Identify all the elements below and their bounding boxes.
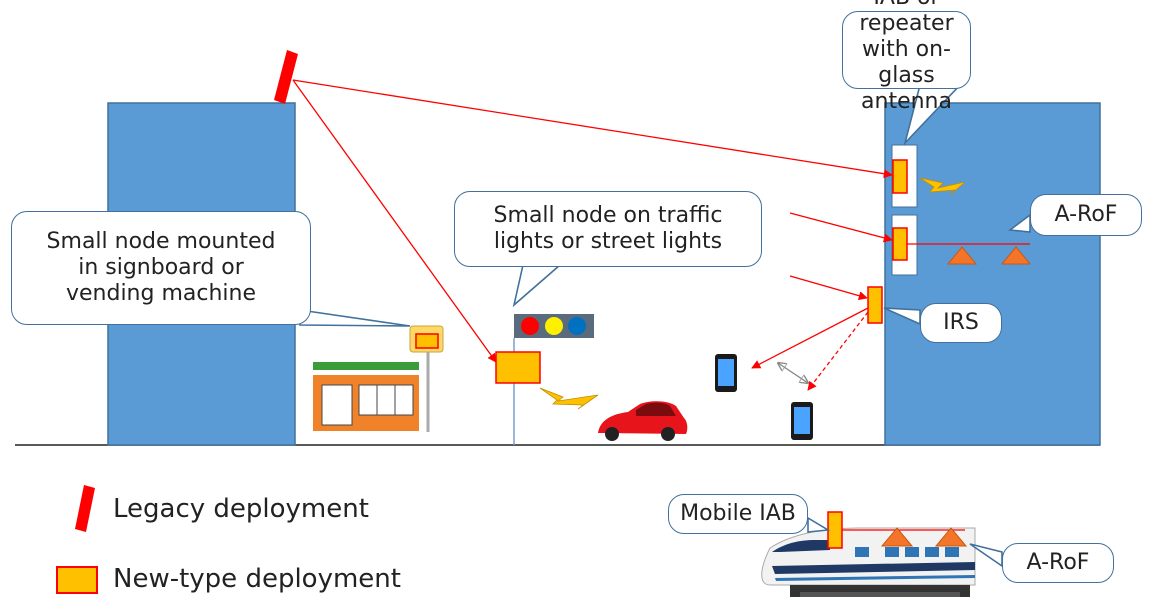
arof-node (892, 227, 908, 261)
callout-small-node-signboard: Small node mounted in signboard or vendi… (11, 211, 311, 325)
arof-antenna-2-icon (1000, 246, 1032, 265)
legend-new-type-label: New-type deployment (113, 564, 401, 594)
train-antenna-2-icon (934, 527, 968, 547)
phone-2-icon (791, 402, 813, 440)
link-to-iab (292, 79, 893, 179)
callout-arof-building: A-RoF (1030, 194, 1142, 236)
callout-pointer-signboard (299, 309, 411, 327)
mobile-iab-node (827, 511, 843, 549)
traffic-lightning-icon (539, 387, 599, 410)
train-icon (761, 527, 976, 597)
legend-new-type-icon (56, 566, 98, 594)
store-icon (313, 362, 419, 431)
link-to-traffic-node (292, 79, 497, 363)
right-building (884, 102, 1101, 446)
irs-to-phone (751, 307, 869, 369)
callout-iab-repeater: IAB or repeater with on-glass antenna (842, 0, 971, 114)
irs-panel (867, 286, 883, 324)
callout-mobile-iab: Mobile IAB (668, 494, 808, 534)
irs-to-phone-dashed (807, 311, 869, 391)
callout-pointer-traffic (512, 264, 563, 308)
legend-legacy-label: Legacy deployment (113, 494, 369, 524)
link-to-arof-node (789, 212, 893, 243)
callout-irs: IRS (920, 303, 1002, 343)
callout-arof-train: A-RoF (1002, 543, 1114, 583)
arof-antenna-1-icon (946, 246, 978, 265)
callout-small-node-traffic: Small node on traffic lights or street l… (454, 191, 762, 267)
legend-legacy-icon (75, 485, 95, 532)
link-to-irs (789, 275, 868, 301)
train-antenna-1-icon (880, 527, 914, 547)
callout-pointer-mobile-iab (807, 516, 831, 533)
phone-1-icon (715, 354, 737, 392)
traffic-light-icon (514, 314, 594, 338)
signboard-icon (409, 325, 444, 353)
iab-lightning-icon (919, 177, 966, 196)
legacy-antenna (274, 50, 298, 104)
car-icon (598, 401, 688, 441)
traffic-light-node (495, 351, 541, 384)
phone-to-phone-link (778, 363, 808, 383)
iab-node (892, 159, 908, 194)
